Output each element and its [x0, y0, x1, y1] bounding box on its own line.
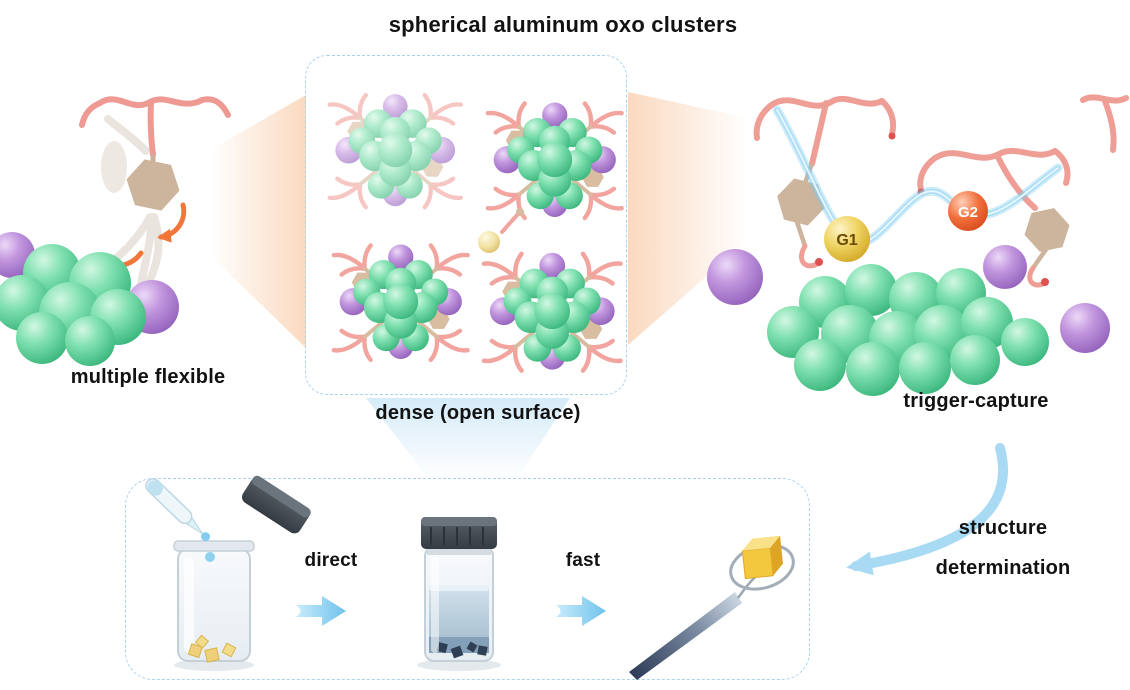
arrow-direct	[296, 596, 346, 626]
vial-cap-tilted	[241, 475, 311, 534]
figure-title: spherical aluminum oxo clusters	[388, 12, 738, 37]
dark-crystals	[436, 641, 488, 659]
guest-g2: G2	[948, 191, 988, 231]
crystal-cube	[741, 535, 783, 580]
crystal-mount	[629, 535, 795, 680]
synthesis-panel	[125, 475, 810, 680]
pink-ligand	[79, 96, 231, 158]
direct-label: direct	[304, 550, 358, 571]
beam-bottom	[366, 398, 570, 480]
cluster-bottom-right	[484, 253, 621, 371]
multiple-flexible-label: multiple flexible	[70, 366, 226, 388]
flexible-ligand-illustration	[0, 96, 231, 366]
synthesis-graphics	[145, 475, 795, 680]
cluster-panel	[305, 55, 627, 395]
structure-line1: structure	[958, 517, 1048, 539]
benzene-hexagon-right	[1020, 205, 1074, 255]
free-guest-sphere	[478, 208, 524, 253]
structure-determination-label: structure determination	[936, 508, 1071, 588]
dense-label: dense (open surface)	[375, 402, 581, 424]
benzene-hexagon	[121, 156, 185, 214]
pink-ligands	[753, 94, 1129, 211]
vial-open	[173, 540, 255, 671]
beam-left	[210, 95, 306, 348]
structure-line2: determination	[935, 557, 1071, 579]
cluster-grid	[306, 56, 628, 396]
energy-beam	[772, 105, 1063, 248]
cluster-top-right	[488, 102, 622, 217]
g1-label: G1	[836, 232, 857, 249]
cluster-bottom-left	[334, 244, 468, 359]
vial-cap	[421, 517, 497, 549]
pipette	[145, 478, 211, 542]
cluster-spheres	[707, 245, 1110, 396]
arrow-fast	[556, 596, 606, 626]
crystal-seeds	[187, 634, 237, 663]
structure-determination-arrow	[846, 443, 1008, 576]
guest-g1: G1	[824, 216, 870, 262]
trigger-capture-label: trigger-capture	[903, 390, 1049, 412]
cluster-spheres	[0, 232, 179, 366]
pink-tails	[799, 243, 1046, 288]
falling-drop	[205, 552, 215, 562]
trigger-capture-illustration: G1 G2	[707, 94, 1129, 396]
vial-solution	[417, 517, 501, 671]
fast-label: fast	[565, 550, 601, 571]
g2-label: G2	[958, 204, 978, 221]
beam-right	[628, 92, 748, 345]
cluster-top-left	[330, 94, 461, 207]
